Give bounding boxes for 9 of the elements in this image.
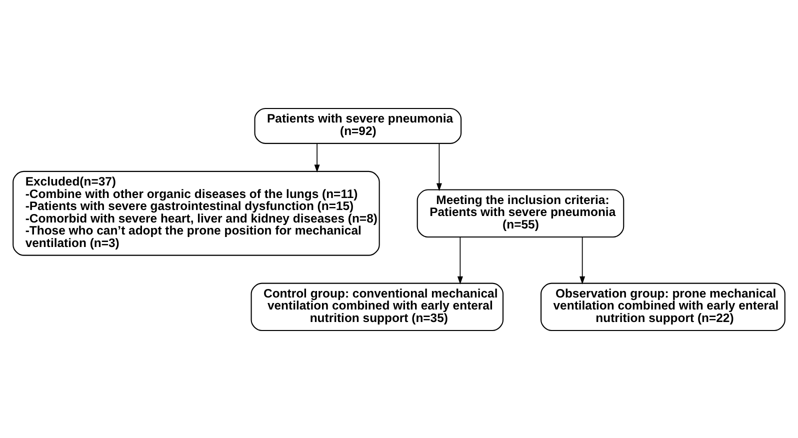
arrow <box>580 236 586 284</box>
node-box: Excluded(n=37) -Combine with other organic diseases of the lungs (n=11) -Patients with severe gastrointestinal dysfunction (n=15) -Comorbid with severe heart, liver and kidney diseases (n=8) -Those who can’t adopt the prone position for mechanical ventilation (n=3) <box>12 170 380 256</box>
node-box: Observation group: prone mechanical ventilation combined with early enteral nutrition support (n=22) <box>540 282 786 331</box>
node-box: Control group: conventional mechanical ventilation combined with early enteral nutrition support (n=35) <box>250 282 504 331</box>
arrow <box>457 236 463 284</box>
node-box: Patients with severe pneumonia (n=92) <box>254 107 462 144</box>
arrow <box>436 142 442 191</box>
arrow <box>314 142 320 172</box>
node-box: Meeting the inclusion criteria: Patients with severe pneumonia (n=55) <box>416 188 624 237</box>
